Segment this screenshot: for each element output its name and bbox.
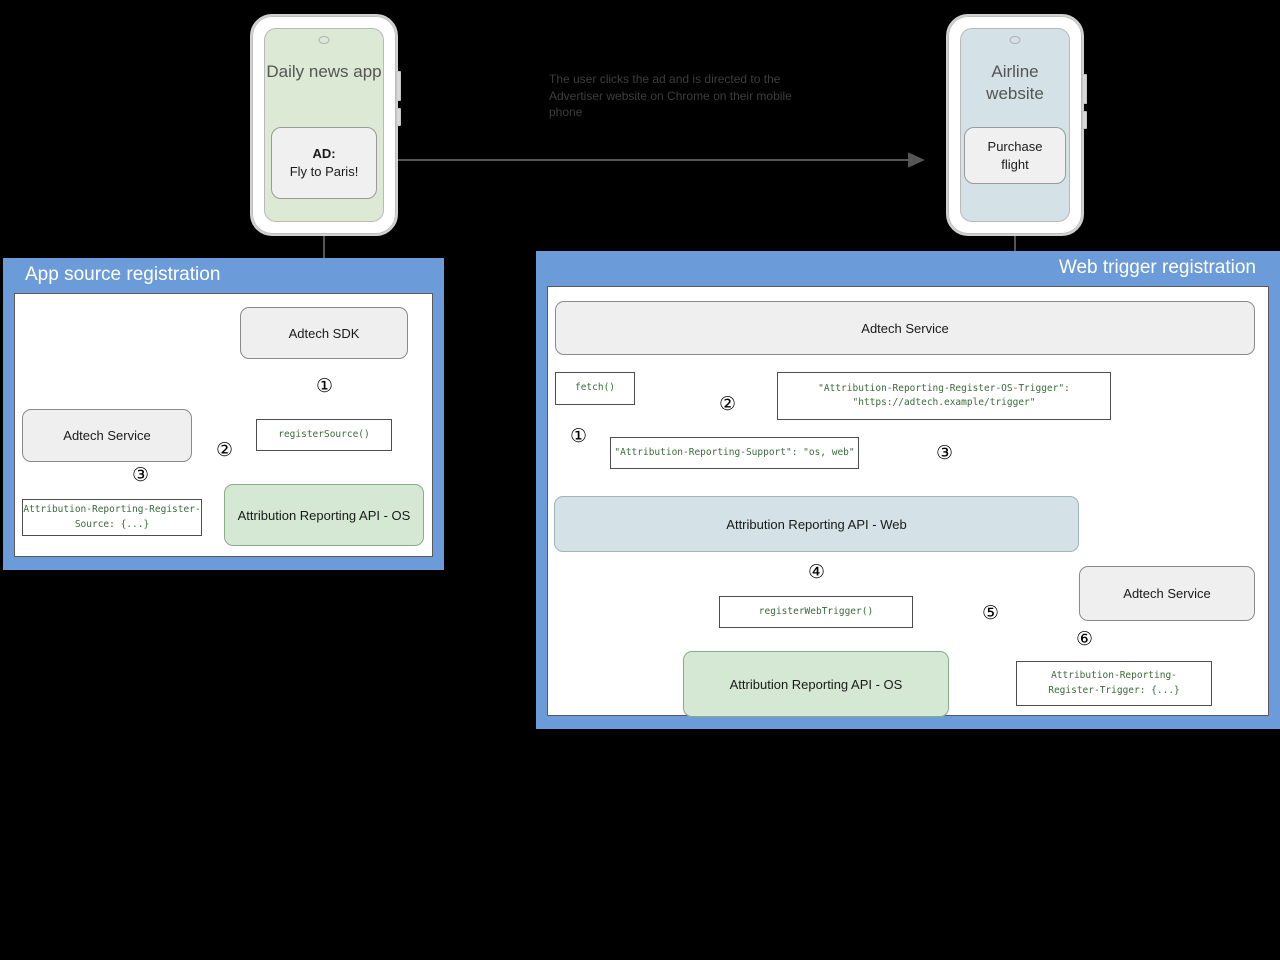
phone-screen-publisher: Daily news app AD: Fly to Paris! xyxy=(264,28,384,222)
step-right-3: ③ xyxy=(936,442,954,464)
phone-publisher: Daily news app AD: Fly to Paris! xyxy=(250,14,401,236)
node-api-web-label: Attribution Reporting API - Web xyxy=(726,516,907,532)
site-title: Airline website xyxy=(986,62,1044,104)
node-left-adtech-service-label: Adtech Service xyxy=(63,428,151,443)
panel-title-web-trigger: Web trigger registration xyxy=(1058,257,1256,278)
node-api-web[interactable]: Attribution Reporting API - Web xyxy=(554,496,1079,552)
node-left-api-os[interactable]: Attribution Reporting API - OS xyxy=(224,484,424,546)
step-right-4: ④ xyxy=(808,561,826,583)
code-fetch: fetch() xyxy=(555,372,635,405)
code-register-source-header-text: Attribution-Reporting-Register- Source: … xyxy=(23,504,201,530)
step-left-3: ③ xyxy=(132,464,150,486)
step-right-5: ⑤ xyxy=(982,602,1000,624)
node-adtech-sdk-label: Adtech SDK xyxy=(288,325,360,341)
node-adtech-sdk[interactable]: Adtech SDK xyxy=(240,307,408,359)
cta-line2: flight xyxy=(1001,156,1029,172)
code-register-source-header: Attribution-Reporting-Register- Source: … xyxy=(22,499,202,536)
node-left-adtech-service[interactable]: Adtech Service xyxy=(22,409,192,462)
ad-text: Fly to Paris! xyxy=(289,164,359,179)
code-register-web-trigger: registerWebTrigger() xyxy=(719,596,913,628)
step-right-2: ② xyxy=(719,393,737,415)
step-left-1: ① xyxy=(316,375,334,397)
purchase-flight-button[interactable]: Purchase flight xyxy=(964,127,1066,184)
step-left-2: ② xyxy=(216,439,234,461)
node-left-api-os-label: Attribution Reporting API - OS xyxy=(237,507,411,523)
node-right-adtech-service-label: Adtech Service xyxy=(1123,586,1211,601)
node-right-adtech-service[interactable]: Adtech Service xyxy=(1079,566,1255,621)
panel-title-app-source: App source registration xyxy=(25,264,221,285)
flow-caption: The user clicks the ad and is directed t… xyxy=(549,72,792,120)
app-title: Daily news app xyxy=(266,62,382,81)
phone-side-button-top-right xyxy=(1082,74,1087,104)
phone-side-button-bottom-right xyxy=(1082,111,1087,129)
ad-label: AD: xyxy=(312,146,336,162)
code-os-trigger-header-text: "Attribution-Reporting-Register-OS-Trigg… xyxy=(818,382,1070,408)
node-right-adtech-service-top-label: Adtech Service xyxy=(861,320,949,336)
node-right-api-os[interactable]: Attribution Reporting API - OS xyxy=(683,651,949,717)
ad-card[interactable]: AD: Fly to Paris! xyxy=(271,127,377,199)
cta-line1: Purchase xyxy=(987,138,1043,154)
phone-side-button-top xyxy=(396,71,401,101)
phone-advertiser: Airline website Purchase flight xyxy=(946,14,1087,236)
code-support-header: "Attribution-Reporting-Support": "os, we… xyxy=(610,437,859,469)
code-register-source: registerSource() xyxy=(256,419,392,451)
phone-screen-advertiser: Airline website Purchase flight xyxy=(960,28,1070,222)
node-right-api-os-label: Attribution Reporting API - OS xyxy=(729,676,903,692)
code-register-source-text: registerSource() xyxy=(278,428,370,440)
code-register-trigger-header: Attribution-Reporting- Register-Trigger:… xyxy=(1016,661,1212,706)
camera-icon-right xyxy=(1009,36,1021,44)
camera-icon xyxy=(318,36,330,44)
step-right-6: ⑥ xyxy=(1076,628,1094,650)
step-right-1: ① xyxy=(570,425,588,447)
code-support-header-text: "Attribution-Reporting-Support": "os, we… xyxy=(614,446,855,458)
node-right-adtech-service-top[interactable]: Adtech Service xyxy=(555,301,1255,355)
code-os-trigger-header: "Attribution-Reporting-Register-OS-Trigg… xyxy=(777,372,1111,420)
code-register-trigger-header-text: Attribution-Reporting- Register-Trigger:… xyxy=(1048,670,1180,696)
code-fetch-text: fetch() xyxy=(574,382,616,394)
code-register-web-trigger-text: registerWebTrigger() xyxy=(758,605,874,617)
phone-side-button-bottom xyxy=(396,108,401,126)
